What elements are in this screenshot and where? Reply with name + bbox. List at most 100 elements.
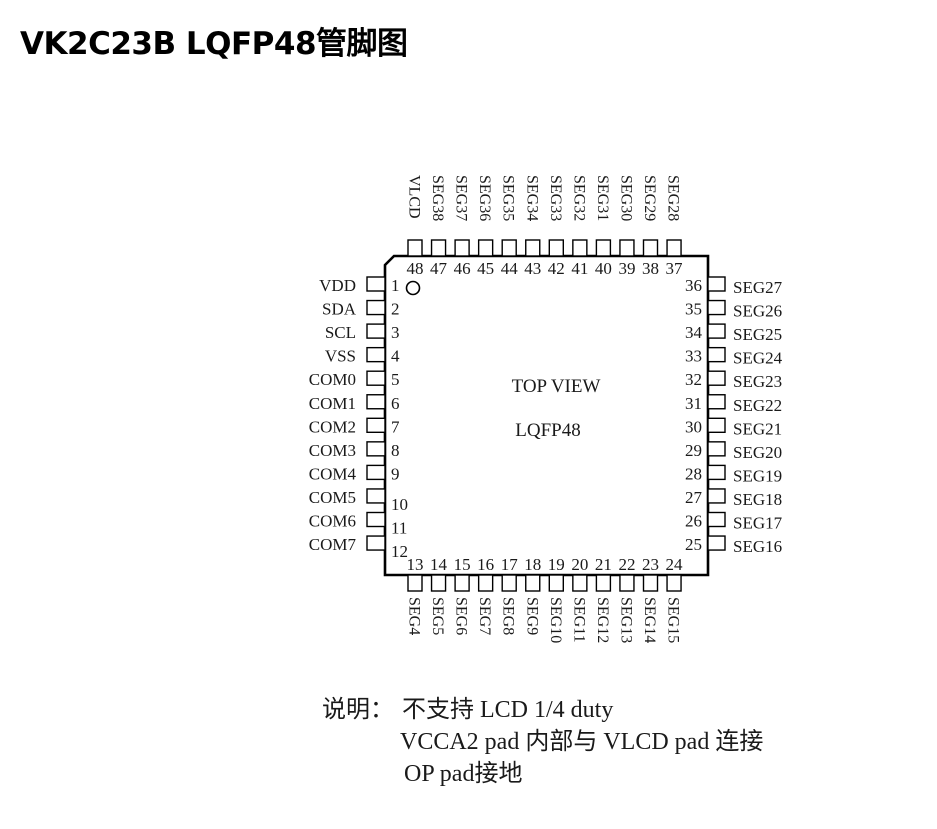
pin-name-11: COM6 [309, 512, 356, 531]
pin-name-26: SEG17 [733, 514, 783, 533]
pin-name-10: COM5 [309, 488, 356, 507]
pin-name-43: SEG34 [523, 175, 540, 221]
pin-pad-29 [707, 441, 726, 457]
pin-name-31: SEG22 [733, 396, 782, 415]
pin-number-10: 10 [391, 495, 408, 514]
pin-27: 27 SEG18 [685, 488, 782, 509]
pin-pad-31 [707, 394, 726, 410]
pin-name-18: SEG9 [523, 597, 540, 635]
pin-25: 25 SEG16 [685, 535, 782, 556]
pin-number-19: 19 [548, 555, 565, 574]
pin-pad-41 [572, 239, 588, 257]
pin-number-33: 33 [685, 347, 702, 366]
pin-pad-3 [366, 323, 386, 339]
pin1-marker-icon [405, 280, 421, 296]
pin-pad-8 [366, 441, 386, 457]
pin-pad-15 [454, 574, 470, 592]
pin-pad-5 [366, 370, 386, 386]
pin-pad-30 [707, 417, 726, 433]
pin-name-32: SEG23 [733, 372, 782, 391]
pin-pad-11 [366, 511, 386, 528]
pin-name-19: SEG10 [547, 597, 564, 643]
pin-number-25: 25 [685, 535, 702, 554]
pin-33: 33 SEG24 [685, 347, 783, 368]
pin-number-20: 20 [571, 555, 588, 574]
pin-name-3: SCL [325, 323, 356, 342]
pin-number-2: 2 [391, 300, 400, 319]
pin-10: 10 COM5 [309, 488, 408, 514]
note-line-1: 不支持 LCD 1/4 duty [402, 697, 614, 723]
notes-label: 说明： [322, 697, 394, 723]
pin-pad-17 [501, 574, 517, 592]
pin-name-25: SEG16 [733, 537, 782, 556]
pin-pad-24 [666, 574, 682, 592]
pin-name-34: SEG25 [733, 325, 782, 344]
pin-name-48: VLCD [406, 175, 423, 219]
pin-number-27: 27 [685, 488, 703, 507]
pin-number-32: 32 [685, 370, 702, 389]
pin-name-36: SEG27 [733, 278, 783, 297]
pin-pad-38 [642, 239, 659, 257]
pin-name-17: SEG8 [500, 597, 517, 635]
pin-name-7: COM2 [309, 417, 356, 436]
pin-number-5: 5 [391, 370, 400, 389]
pin-number-12: 12 [391, 542, 408, 561]
pin-number-8: 8 [391, 441, 400, 460]
pin-name-47: SEG38 [429, 175, 446, 221]
pin-name-30: SEG21 [733, 419, 782, 438]
pin-number-26: 26 [685, 512, 702, 531]
pin-number-4: 4 [391, 347, 400, 366]
pin-pad-33 [707, 346, 726, 363]
pin-number-47: 47 [430, 259, 448, 278]
page-title: VK2C23B LQFP48管脚图 [20, 26, 408, 62]
pin-name-27: SEG18 [733, 490, 782, 509]
pin-name-9: COM4 [309, 464, 357, 483]
pin-number-39: 39 [618, 259, 635, 278]
pin-pad-40 [595, 239, 612, 257]
pin-number-16: 16 [477, 555, 494, 574]
chip-body [383, 254, 710, 577]
pin-number-6: 6 [391, 394, 400, 413]
pin-name-1: VDD [319, 276, 356, 295]
pin-pad-39 [619, 239, 635, 257]
pin-pad-1 [366, 276, 386, 292]
pin-1: 1 VDD [319, 276, 399, 295]
pin-name-2: SDA [322, 300, 357, 319]
pin-number-42: 42 [548, 259, 565, 278]
pin-name-5: COM0 [309, 370, 356, 389]
pin-number-46: 46 [454, 259, 471, 278]
pin-pad-42 [548, 239, 564, 257]
pin-pad-37 [666, 239, 682, 257]
pin-34: 34 SEG25 [685, 323, 782, 344]
pin-name-24: SEG15 [665, 597, 682, 643]
pin-number-28: 28 [685, 464, 702, 483]
pin-number-14: 14 [430, 555, 448, 574]
pin-6: 6 COM1 [309, 394, 400, 413]
pin-pad-27 [707, 488, 726, 504]
pin-name-13: SEG4 [406, 597, 423, 635]
pin-pad-43 [525, 239, 541, 257]
pin-number-1: 1 [391, 276, 400, 295]
pin-pad-12 [366, 535, 386, 551]
pin-name-33: SEG24 [733, 349, 783, 368]
pin-pad-4 [366, 346, 386, 363]
pin-number-34: 34 [685, 323, 703, 342]
pin-name-6: COM1 [309, 394, 356, 413]
pin-2: 2 SDA [322, 300, 400, 319]
pin-number-48: 48 [407, 259, 424, 278]
